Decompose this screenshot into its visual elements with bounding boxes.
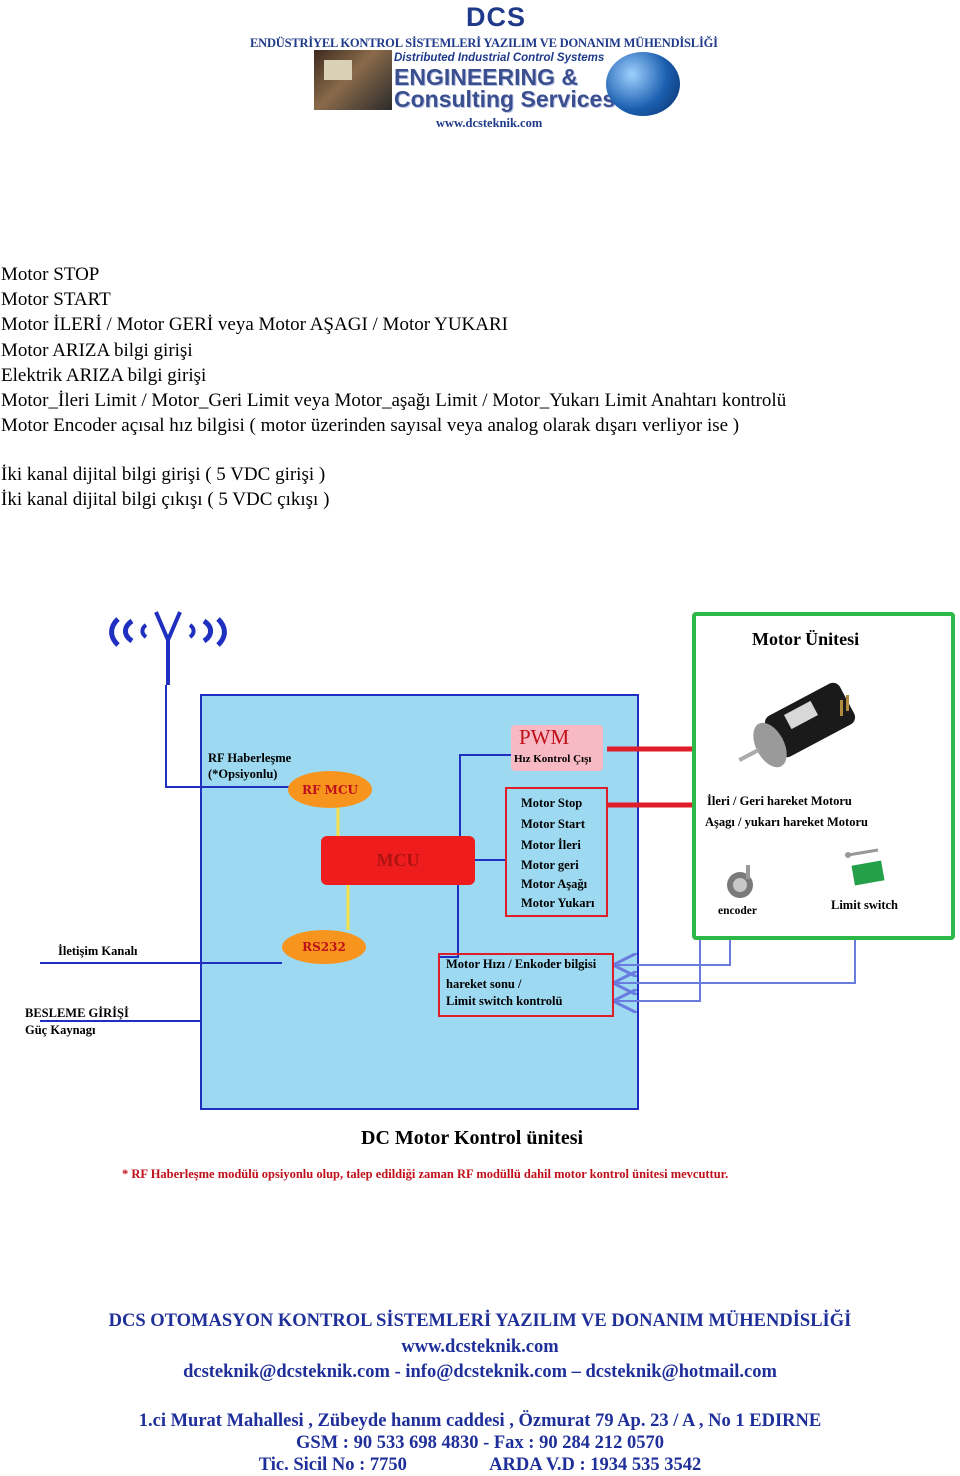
motor-forward-back-label: İleri / Geri hareket Motoru <box>707 794 852 808</box>
intro-line: Motor STOP <box>1 264 100 285</box>
email-link-primary[interactable]: dcsteknik@dcsteknik.com <box>183 1362 390 1382</box>
company-logo: DCS ENDÜSTRİYEL KONTROL SİSTEMLERİ YAZIL… <box>248 0 748 134</box>
feedback-item: Limit switch kontrolü <box>446 994 563 1008</box>
globe-icon <box>606 52 680 116</box>
dc-motor-icon <box>738 682 856 768</box>
rf-optional-label: (*Opsiyonlu) <box>208 767 278 781</box>
intro-line: Motor İLERİ / Motor GERİ veya Motor AŞAG… <box>1 314 508 335</box>
email-link-info[interactable]: info@dcsteknik.com <box>405 1362 567 1382</box>
command-item: Motor İleri <box>521 838 581 852</box>
motor-unit-title: Motor Ünitesi <box>752 629 860 649</box>
logo-subtitle: ENDÜSTRİYEL KONTROL SİSTEMLERİ YAZILIM V… <box>250 36 718 50</box>
intro-line: Motor Encoder açısal hız bilgisi ( motor… <box>1 415 740 436</box>
power-input-label: BESLEME GİRİŞİ <box>25 1006 129 1020</box>
comm-channel-label: İletişim Kanalı <box>58 944 138 958</box>
pwm-sub-label: Hız Kontrol Çışı <box>514 753 592 765</box>
encoder-label: encoder <box>718 905 757 917</box>
limit-switch-icon <box>845 848 885 886</box>
footer-company: DCS OTOMASYON KONTROL SİSTEMLERİ YAZILIM… <box>108 1311 852 1331</box>
mcu-block: MCU <box>321 836 475 885</box>
limit-switch-label: Limit switch <box>831 898 899 912</box>
command-item: Motor geri <box>521 858 579 872</box>
logo-tagline: Distributed Industrial Control Systems <box>394 52 605 64</box>
command-item: Motor Start <box>521 817 585 831</box>
email-separator: – <box>566 1362 586 1382</box>
rf-label: RF Haberleşme <box>208 751 292 765</box>
footer-web[interactable]: www.dcsteknik.com <box>0 1336 960 1358</box>
pwm-label: PWM <box>519 725 570 749</box>
intro-line: İki kanal dijital bilgi girişi ( 5 VDC g… <box>1 464 326 485</box>
feedback-box <box>438 953 614 1017</box>
feedback-item: Motor Hızı / Enkoder bilgisi <box>446 957 597 971</box>
command-item: Motor Aşağı <box>521 877 588 891</box>
motor-unit-drawings <box>727 682 885 898</box>
email-link-hotmail[interactable]: dcsteknik@hotmail.com <box>585 1362 777 1382</box>
logo-services: ENGINEERING & Consulting Services <box>394 64 616 112</box>
footer-emails: dcsteknik@dcsteknik.com - info@dcsteknik… <box>0 1361 960 1383</box>
logo-url: www.dcsteknik.com <box>436 116 543 130</box>
rs232-block: RS232 <box>282 930 366 964</box>
diagram-title: DC Motor Kontrol ünitesi <box>361 1127 584 1149</box>
footer-registry: Tic. Sicil No : 7750 ARDA V.D : 1934 535… <box>258 1455 702 1475</box>
logo-services-line1: ENGINEERING & <box>394 64 579 90</box>
feedback-item: hareket sonu / <box>446 977 522 991</box>
power-source-label: Güç Kaynagı <box>25 1023 96 1037</box>
rf-mcu-block: RF MCU <box>288 771 372 808</box>
command-item: Motor Yukarı <box>521 896 595 910</box>
footer-phone: GSM : 90 533 698 4830 - Fax : 90 284 212… <box>296 1433 664 1453</box>
rf-note: * RF Haberleşme modülü opsiyonlu olup, t… <box>122 1167 729 1181</box>
logo-photo <box>314 50 392 110</box>
command-box <box>505 787 608 917</box>
email-separator: - <box>389 1362 406 1382</box>
website-link[interactable]: www.dcsteknik.com <box>401 1337 559 1357</box>
intro-line: İki kanal dijital bilgi çıkışı ( 5 VDC ç… <box>1 489 330 510</box>
footer-address: 1.ci Murat Mahallesi , Zübeyde hanım cad… <box>138 1411 822 1431</box>
diagram-wiring <box>40 611 856 1022</box>
logo-brand: DCS <box>466 2 527 32</box>
intro-line: Elektrik ARIZA bilgi girişi <box>1 365 207 386</box>
encoder-icon <box>727 865 753 898</box>
antenna-icon <box>109 611 227 685</box>
intro-line: Motor START <box>1 289 111 310</box>
motor-up-down-label: Aşagı / yukarı hareket Motoru <box>705 815 868 829</box>
pwm-block: PWM Hız Kontrol Çışı <box>511 725 603 771</box>
logo-services-line2: Consulting Services <box>394 86 616 112</box>
command-item: Motor Stop <box>521 796 583 810</box>
intro-line: Motor ARIZA bilgi girişi <box>1 340 193 361</box>
intro-line: Motor_İleri Limit / Motor_Geri Limit vey… <box>1 390 787 411</box>
block-diagram: RF Haberleşme (*Opsiyonlu) RF MCU MCU RS… <box>0 585 960 1195</box>
